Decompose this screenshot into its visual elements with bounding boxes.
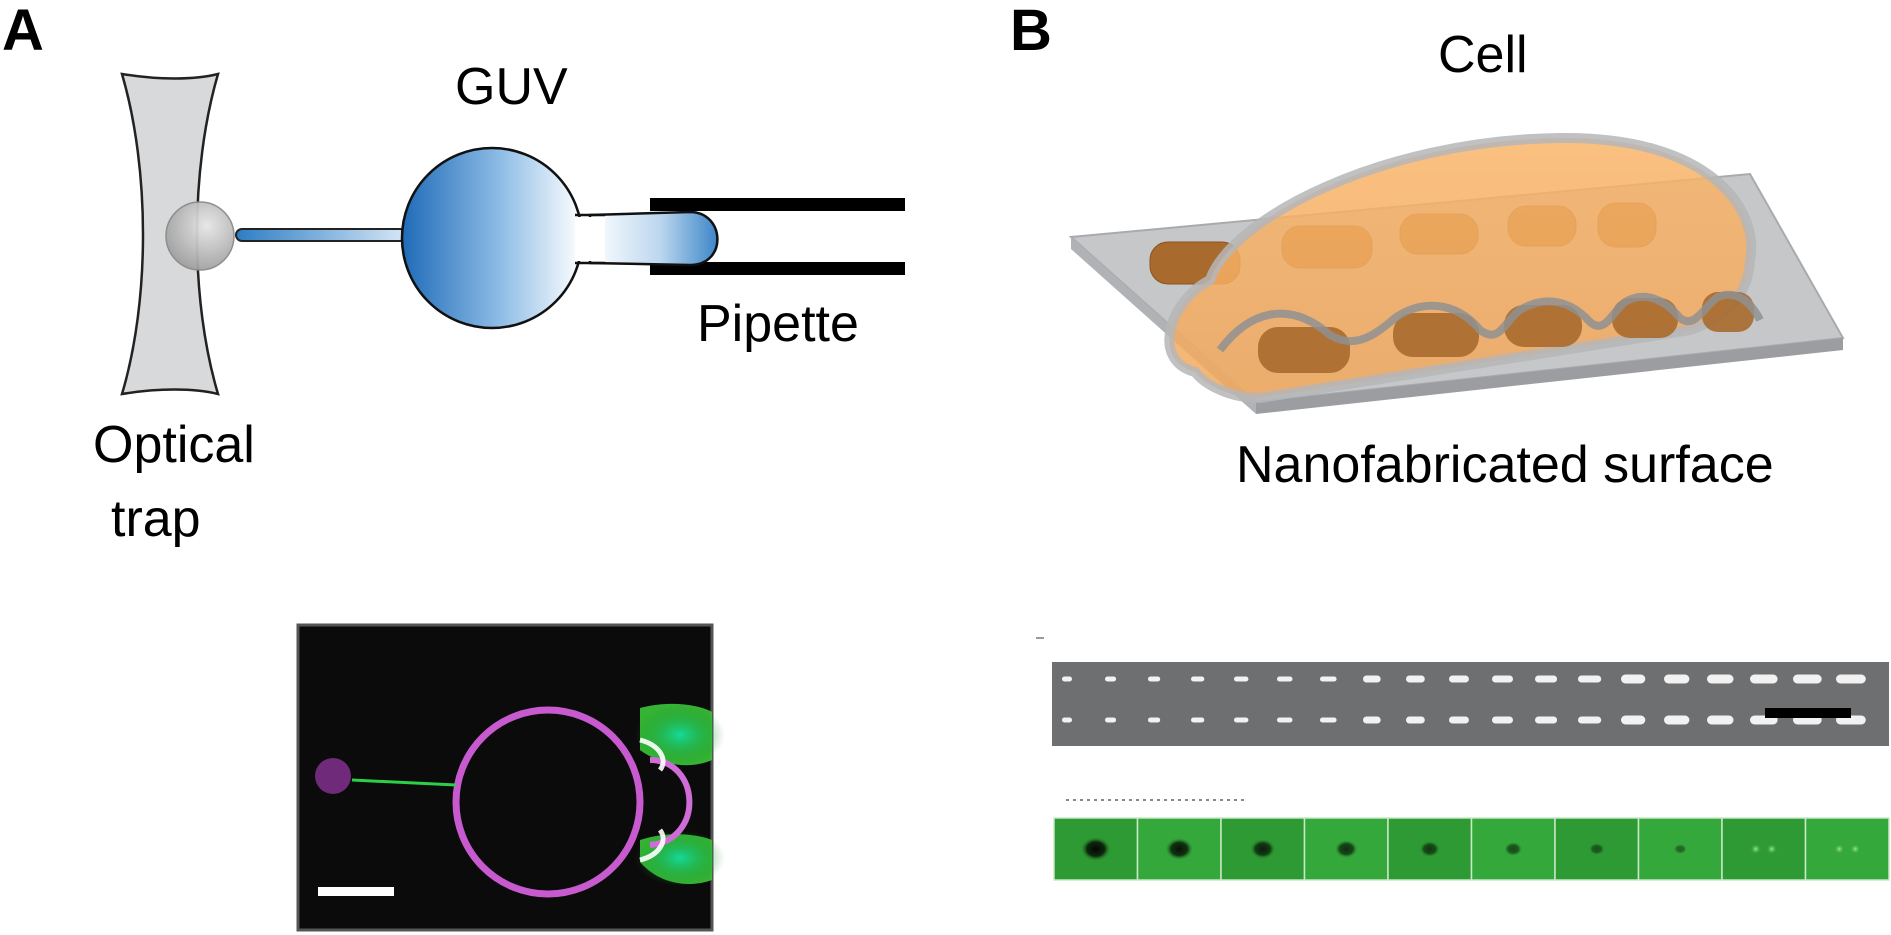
- sem-nanobar: [1750, 674, 1778, 684]
- nanopillars-front-row: [1216, 290, 1764, 373]
- sem-nanobar: [1535, 716, 1558, 724]
- fluorescence-spot: [1250, 839, 1276, 859]
- fluorescence-tile: [1721, 817, 1807, 881]
- sem-nanobar: [1320, 717, 1337, 723]
- guv-vesicle: [400, 146, 584, 330]
- sem-nanobar: [1148, 676, 1161, 682]
- sem-nanobar: [1578, 675, 1602, 683]
- sem-nanobar: [1148, 717, 1161, 723]
- fluorescence-spot: [1419, 841, 1440, 857]
- sem-nanobar: [1449, 675, 1469, 683]
- sem-nanobar: [1621, 674, 1646, 684]
- trapped-bead: [165, 201, 235, 271]
- sem-nanobar: [1363, 716, 1381, 724]
- sem-nanobar: [1535, 675, 1558, 683]
- sem-nanobar: [1664, 715, 1690, 725]
- fluorescence-spot: [1765, 843, 1778, 855]
- fluorescence-spot: [1504, 842, 1523, 856]
- cell-label: Cell: [1438, 26, 1528, 84]
- fluorescence-tile-strip: [1053, 799, 1890, 881]
- pipette-label: Pipette: [697, 295, 859, 353]
- sem-nanobar: [1062, 676, 1072, 682]
- sem-nanobar: [1664, 674, 1690, 684]
- fluorescence-spot: [1749, 843, 1762, 855]
- sem-nanobar: [1320, 676, 1337, 682]
- surface-label: Nanofabricated surface: [1236, 436, 1774, 494]
- sem-nanobar: [1578, 716, 1602, 724]
- panel-label-b: B: [1010, 0, 1052, 63]
- fluorescence-spot: [1849, 843, 1862, 855]
- micropipette: [650, 198, 905, 275]
- optical-trap-label-line2: trap: [111, 490, 201, 548]
- sem-nanobar: [1234, 676, 1249, 682]
- sem-nanobar: [1492, 675, 1513, 683]
- sem-nanobar: [1621, 715, 1646, 725]
- fluorescence-spot: [1833, 843, 1846, 855]
- fluorescence-spot: [1165, 838, 1194, 860]
- fluorescence-spot: [1588, 843, 1605, 855]
- sem-nanobar: [1191, 717, 1205, 723]
- sem-nanobar: [1191, 676, 1205, 682]
- sem-nanobar: [1793, 674, 1822, 684]
- sem-nanobar: [1363, 675, 1381, 683]
- sem-nanobar: [1707, 715, 1734, 725]
- sem-nanobar: [1406, 675, 1425, 683]
- sem-nanobar: [1277, 676, 1293, 682]
- fluorescence-spot: [1334, 840, 1358, 858]
- sem-nanobar: [1234, 717, 1249, 723]
- fluorescence-tile: [1804, 817, 1890, 881]
- guv-aspirated-tongue: [588, 210, 719, 267]
- sem-nanobar-image: [1036, 637, 1889, 746]
- sem-nanobar: [1105, 676, 1117, 682]
- panel-label-a: A: [2, 0, 44, 63]
- sem-nanobar: [1707, 674, 1734, 684]
- fluorescence-spot: [1673, 844, 1687, 854]
- sem-nanobar: [1836, 674, 1866, 684]
- optical-trap-label-line1: Optical: [93, 416, 255, 474]
- sem-nanobar: [1277, 717, 1293, 723]
- sem-nanobar: [1406, 716, 1425, 724]
- fluorescence-spot: [1080, 837, 1111, 861]
- guv-fluorescence-micrograph: [296, 623, 725, 932]
- sem-nanobar: [1105, 717, 1117, 723]
- sem-nanobar: [1062, 717, 1072, 723]
- guv-label: GUV: [455, 58, 568, 116]
- membrane-tether: [235, 228, 407, 242]
- sem-nanobar: [1492, 716, 1513, 724]
- sem-nanobar: [1449, 716, 1469, 724]
